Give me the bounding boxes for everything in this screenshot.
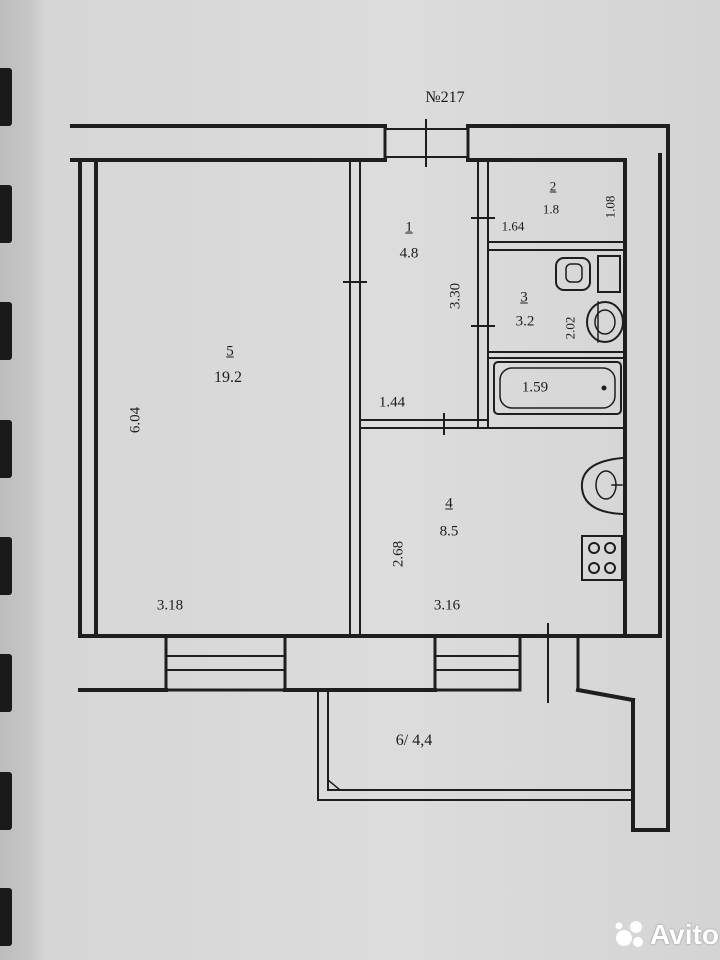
avito-logo-icon (615, 921, 643, 947)
avito-watermark: Avito (614, 918, 719, 952)
balcony-label: 6/ 4,4 (395, 732, 433, 749)
binder-hole (0, 420, 12, 478)
plan-number-header: №217 (425, 89, 465, 106)
room-5-number: 5 (226, 343, 234, 360)
dim-1-08: 1.08 (602, 195, 618, 219)
toilet-fixture (555, 255, 621, 293)
dim-1-44: 1.44 (378, 394, 406, 411)
dim-3-30: 3.30 (447, 282, 464, 310)
binder-hole (0, 888, 12, 946)
binder-holes (0, 0, 22, 960)
binder-hole (0, 302, 12, 360)
room-5-area: 19.2 (214, 369, 242, 386)
room-3-area: 3.2 (515, 313, 535, 330)
room-4-number: 4 (445, 495, 453, 512)
stove-fixture (581, 535, 623, 581)
kitchen-sink-fixture (580, 456, 624, 516)
room-1-number: 1 (405, 219, 413, 236)
dim-1-59: 1.59 (521, 379, 549, 396)
avito-wordmark: Avito (650, 919, 719, 950)
binder-hole (0, 654, 12, 712)
outer-wall-bottom (78, 623, 636, 703)
outer-wall-left (78, 158, 98, 638)
outer-wall-right (578, 124, 670, 832)
bathtub-fixture (493, 361, 622, 415)
washbasin-fixture (586, 301, 624, 343)
dim-1-64: 1.64 (501, 218, 525, 234)
dim-6-04: 6.04 (127, 406, 144, 434)
balcony-outline (317, 689, 634, 801)
outer-wall-top (70, 119, 670, 167)
room-4-area: 8.5 (439, 523, 459, 540)
dim-3-18: 3.18 (156, 597, 184, 614)
binder-hole (0, 185, 12, 243)
room-2-number: 2 (549, 178, 557, 194)
dim-2-02: 2.02 (562, 316, 578, 340)
room-3-number: 3 (520, 289, 528, 306)
binder-hole (0, 537, 12, 595)
dim-3-16: 3.16 (433, 597, 461, 614)
interior-walls (343, 159, 626, 637)
binder-hole (0, 772, 12, 830)
room-2-area: 1.8 (542, 201, 560, 217)
room-1-area: 4.8 (399, 245, 419, 262)
binder-hole (0, 68, 12, 126)
dim-2-68: 2.68 (390, 540, 407, 568)
